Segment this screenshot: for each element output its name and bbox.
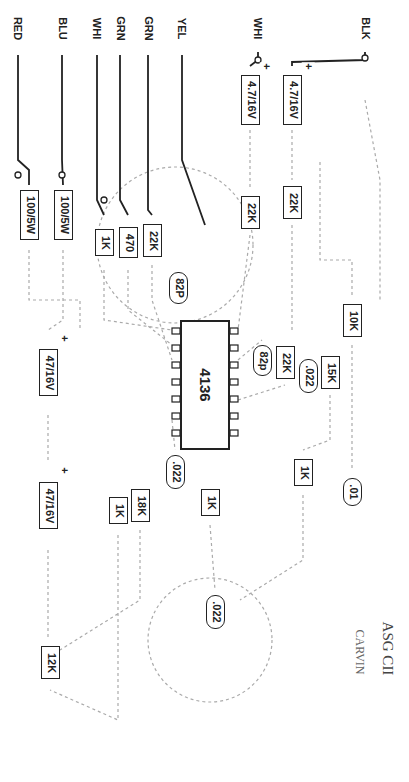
component-box: 4.7/16V — [283, 75, 302, 125]
component-value: .022 — [303, 365, 314, 386]
component-box: 22K — [241, 196, 260, 229]
component-box: 22K — [276, 346, 295, 379]
component-value: 47/16V — [43, 488, 54, 523]
board-marking: ASG CII — [379, 621, 396, 677]
component-box: 4.7/16V — [241, 75, 260, 125]
component-value: 470 — [123, 233, 134, 251]
component-value: 82p — [257, 351, 268, 370]
component-value: .022 — [170, 461, 181, 482]
capacitor-symbol: .01 — [343, 478, 362, 506]
component-box: 470 — [119, 227, 138, 258]
component-box: 1K — [95, 229, 114, 256]
component-value: 4.7/16V — [245, 81, 256, 119]
wire-label: GRN — [142, 15, 155, 41]
component-value: 12K — [45, 652, 56, 672]
wire-label: WHI — [90, 17, 103, 40]
component-value: 82P — [173, 278, 184, 298]
component-value: 1K — [113, 503, 124, 517]
component-box: 18K — [131, 489, 150, 522]
component-value: 22K — [280, 352, 291, 372]
capacitor-symbol: .022 — [166, 455, 185, 489]
component-value: 47/16V — [43, 355, 54, 390]
component-value: .022 — [210, 601, 221, 622]
polarity-mark: + — [302, 62, 315, 70]
wire-label: GRN — [114, 15, 127, 41]
polarity-mark: + — [260, 62, 273, 70]
component-value: 22K — [287, 192, 298, 212]
component-value: 4.7/16V — [287, 81, 298, 119]
wire-label: BLK — [359, 16, 372, 41]
component-box: 1K — [294, 459, 313, 486]
component-value: 100/5W — [24, 196, 35, 234]
component-box: 12K — [41, 646, 60, 679]
component-value: 22K — [147, 230, 158, 250]
polarity-mark: + — [58, 334, 71, 342]
component-value: 1K — [298, 465, 309, 479]
component-box: 1K — [201, 489, 220, 516]
wire-label: WHI — [251, 17, 264, 40]
component-value: 10K — [347, 310, 358, 330]
board-marking: CARVIN — [353, 628, 367, 675]
wire-label: BLU — [56, 16, 69, 41]
component-value: .01 — [347, 484, 358, 499]
capacitor-symbol: .022 — [206, 595, 225, 629]
polarity-mark: + — [58, 466, 71, 474]
component-box: 15K — [321, 356, 340, 389]
component-value: 18K — [135, 495, 146, 515]
component-box: 10K — [343, 304, 362, 337]
component-box: 22K — [143, 224, 162, 257]
component-box: 47/16V — [39, 349, 58, 396]
component-box: 100/5W — [54, 190, 73, 240]
component-box: 1K — [109, 497, 128, 524]
capacitor-symbol: 82P — [169, 272, 188, 304]
component-box: 100/5W — [20, 190, 39, 240]
wire-label: RED — [11, 16, 24, 41]
component-value: 15K — [325, 362, 336, 382]
capacitor-symbol: 82p — [253, 345, 272, 376]
component-value: 1K — [99, 235, 110, 249]
ic-chip: 4136 — [180, 320, 230, 450]
component-value: 4136 — [198, 368, 213, 401]
component-value: 22K — [245, 202, 256, 222]
wire-label: YEL — [175, 17, 188, 40]
capacitor-symbol: .022 — [299, 359, 318, 393]
component-box: 22K — [283, 186, 302, 219]
component-value: 1K — [205, 495, 216, 509]
component-value: 100/5W — [58, 196, 69, 234]
component-box: 47/16V — [39, 482, 58, 529]
